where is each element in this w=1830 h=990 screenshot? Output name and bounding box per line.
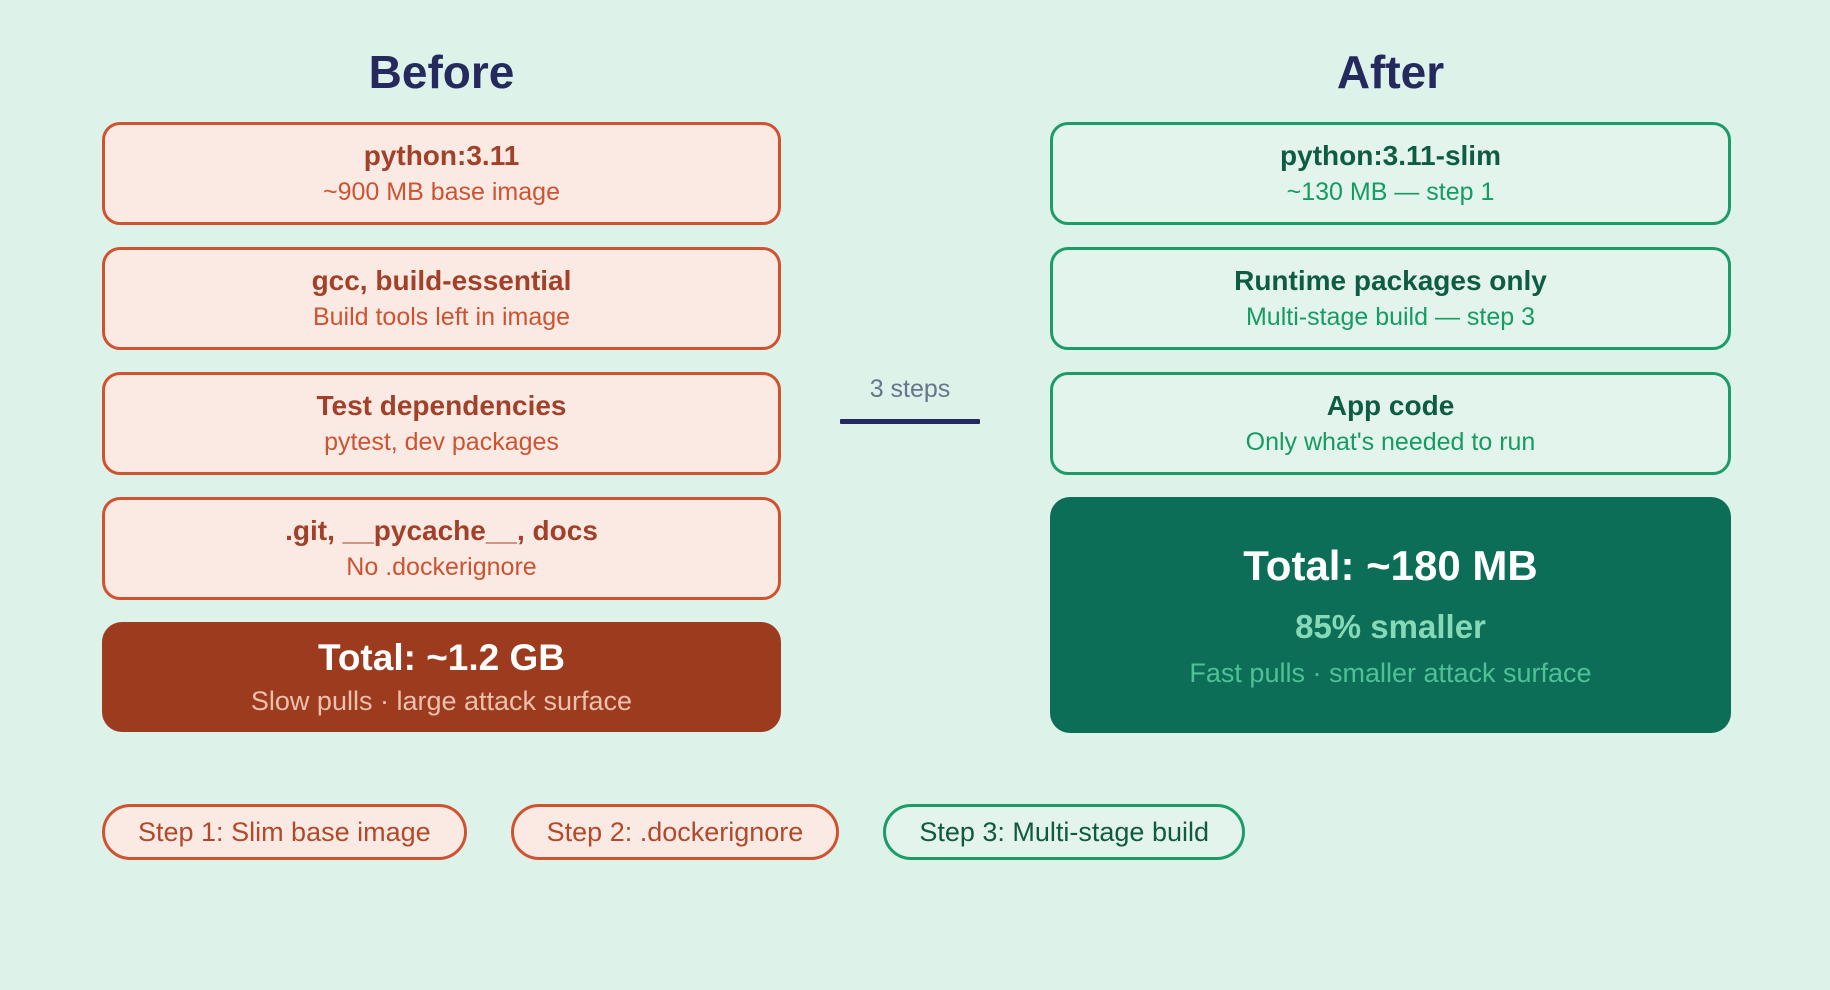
layer-title: gcc, build-essential [311,265,572,297]
after-total-subtitle: Fast pulls · smaller attack surface [1189,657,1592,688]
step-1-badge: Step 1: Slim base image [102,804,467,860]
layer-subtitle: No .dockerignore [346,553,537,582]
layer-subtitle: Multi-stage build — step 3 [1245,303,1536,332]
steps-connector-line [840,419,980,424]
before-layer-test-deps: Test dependencies pytest, dev packages [102,372,781,475]
layer-subtitle: pytest, dev packages [324,428,559,457]
steps-connector-label: 3 steps [869,375,951,403]
before-title: Before [368,46,515,98]
layer-title: python:3.11 [363,140,520,172]
after-layer-app-code: App code Only what's needed to run [1050,372,1731,475]
before-layer-build-tools: gcc, build-essential Build tools left in… [102,247,781,350]
layer-title: Test dependencies [316,390,567,422]
before-total-box: Total: ~1.2 GB Slow pulls · large attack… [102,622,781,732]
step-2-badge: Step 2: .dockerignore [510,804,840,860]
before-total-title: Total: ~1.2 GB [317,637,566,678]
layer-subtitle: ~900 MB base image [323,178,560,207]
steps-legend: Step 1: Slim base image Step 2: .dockeri… [102,804,1245,860]
layer-subtitle: ~130 MB — step 1 [1286,178,1495,207]
after-layer-slim-base: python:3.11-slim ~130 MB — step 1 [1050,122,1731,225]
before-layer-base-image: python:3.11 ~900 MB base image [102,122,781,225]
layer-subtitle: Build tools left in image [312,303,571,332]
steps-connector: 3 steps [840,374,980,424]
after-total-box: Total: ~180 MB 85% smaller Fast pulls · … [1050,497,1731,733]
step-3-badge: Step 3: Multi-stage build [883,804,1245,860]
layer-title: python:3.11-slim [1280,140,1501,172]
layer-title: Runtime packages only [1234,265,1547,297]
layer-title: App code [1326,390,1455,422]
before-total-subtitle: Slow pulls · large attack surface [250,686,633,716]
after-layer-runtime-packages: Runtime packages only Multi-stage build … [1050,247,1731,350]
before-column: Before python:3.11 ~900 MB base image gc… [102,44,781,732]
after-column: After python:3.11-slim ~130 MB — step 1 … [1050,44,1731,733]
after-total-title: Total: ~180 MB [1243,541,1538,589]
layer-subtitle: Only what's needed to run [1245,428,1536,457]
after-total-highlight: 85% smaller [1295,607,1486,645]
after-title: After [1336,46,1445,98]
layer-title: .git, __pycache__, docs [285,515,598,547]
before-layer-repo-cruft: .git, __pycache__, docs No .dockerignore [102,497,781,600]
